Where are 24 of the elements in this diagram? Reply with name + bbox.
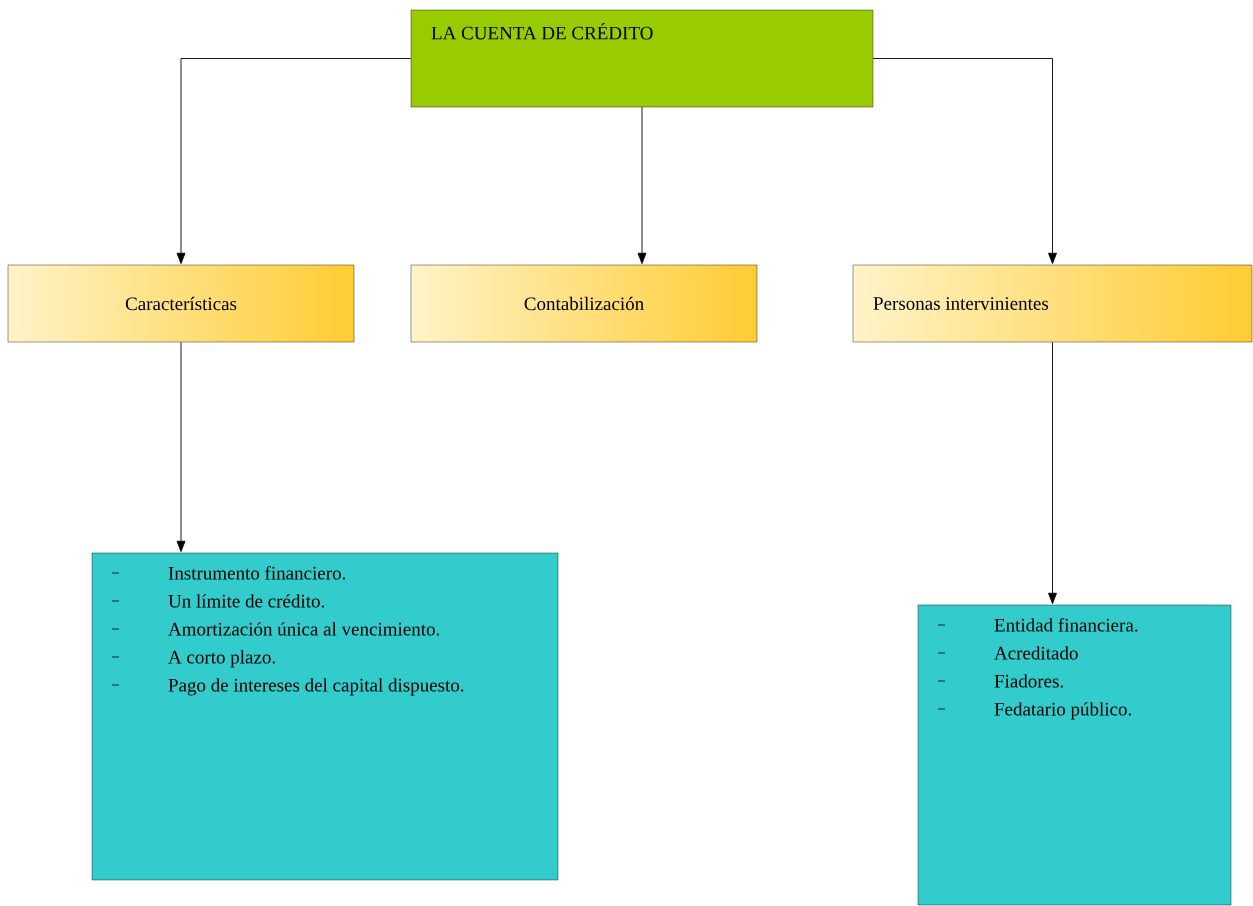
list-item: A corto plazo.: [168, 650, 275, 668]
box-text: Personas intervinientes: [873, 297, 1049, 310]
category-box: [852, 264, 1253, 343]
list-item: Amortización única al vencimiento.: [168, 622, 439, 636]
list-item: Fiadores.: [994, 674, 1063, 688]
title-box: [410, 9, 874, 108]
list-item: Instrumento financiero.: [168, 566, 346, 580]
list-box: [917, 604, 1232, 906]
arrow: [872, 58, 1057, 264]
list-item: Un límite de crédito.: [168, 594, 324, 608]
arrow: [176, 58, 412, 264]
arrow: [637, 106, 647, 264]
category-box: [410, 264, 758, 343]
list-item: Entidad financiera.: [994, 618, 1138, 632]
list-item: Pago de intereses del capital dispuesto.: [168, 678, 464, 696]
category-box: [7, 264, 355, 343]
box-text: LA CUENTA DE CRÉDITO: [431, 23, 653, 40]
arrow: [176, 341, 186, 552]
box-text: Características: [125, 296, 237, 311]
box-text: Contabilización: [524, 296, 644, 311]
list-item: Fedatario público.: [994, 702, 1131, 720]
list-item: Acreditado: [994, 646, 1078, 660]
arrow: [1048, 341, 1057, 604]
list-box: [91, 552, 559, 881]
